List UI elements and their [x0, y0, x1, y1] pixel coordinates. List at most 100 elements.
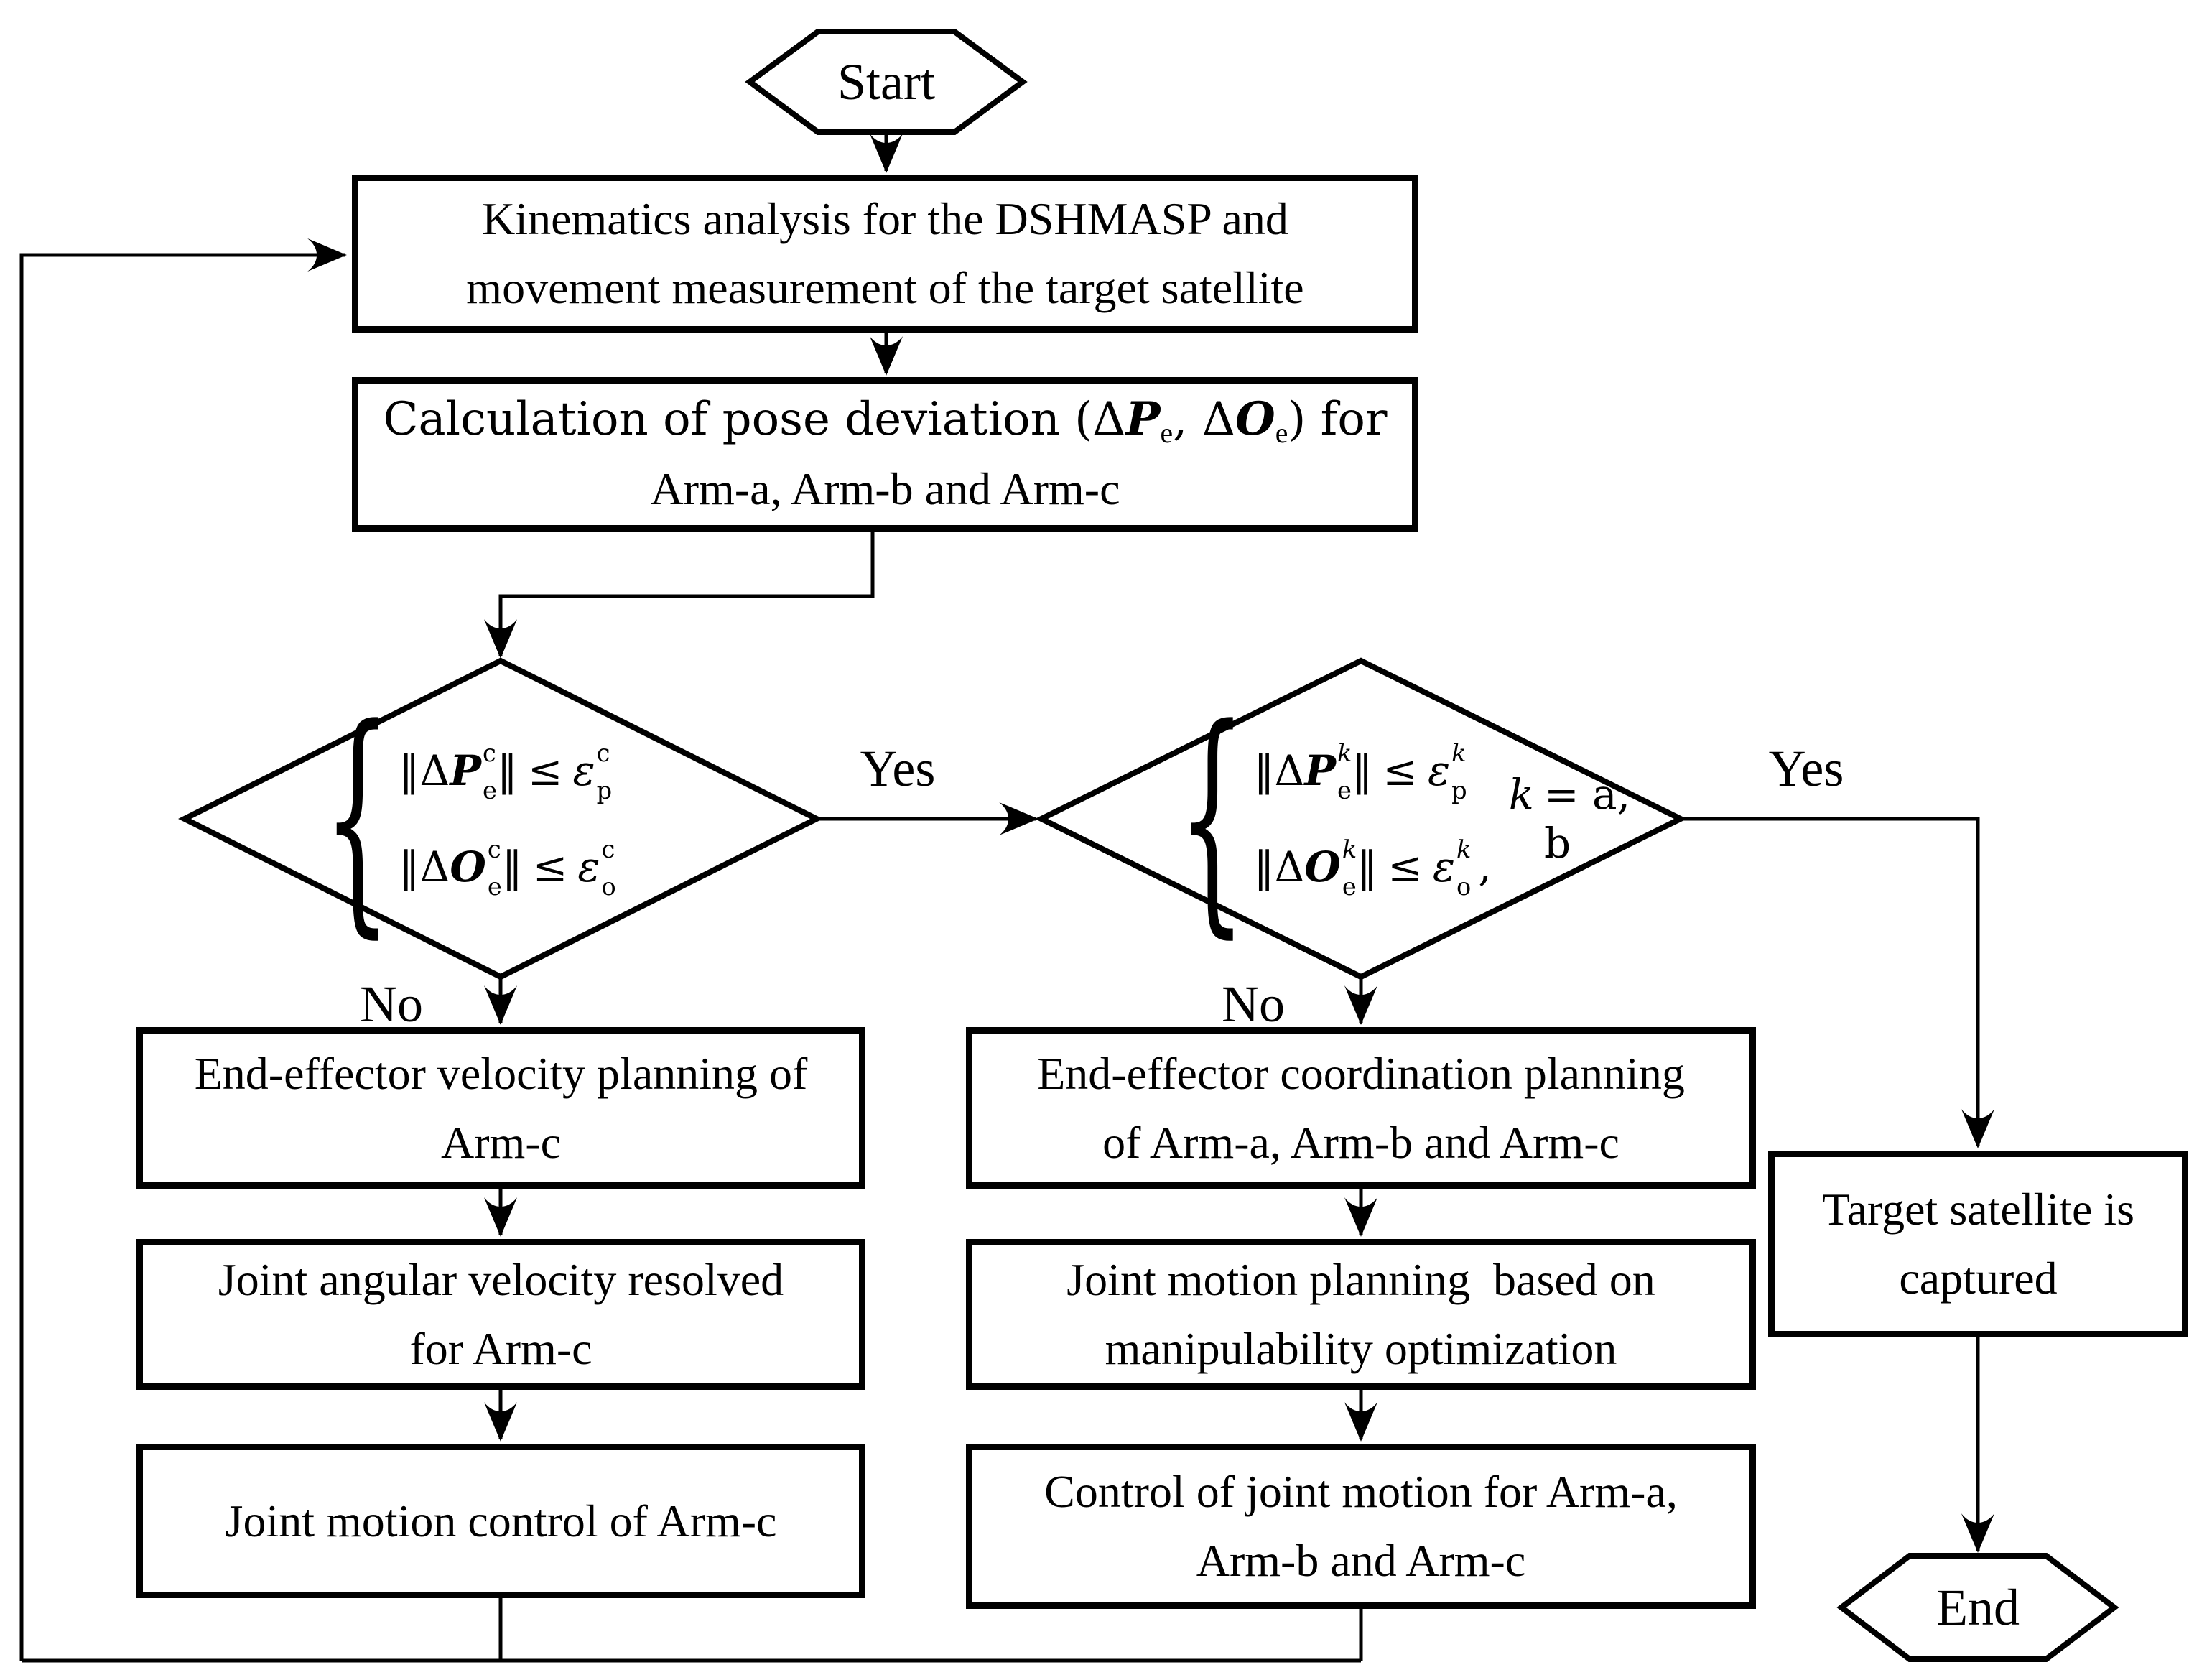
- math-token: ‖: [1352, 746, 1373, 796]
- process-text-line: End-effector velocity planning of: [194, 1047, 808, 1099]
- math-token: = a, b: [1543, 770, 1631, 868]
- math-token: , Δ: [1173, 392, 1235, 446]
- math-token: O: [450, 842, 486, 891]
- process-text-line: Target satellite is: [1821, 1184, 2135, 1235]
- math-token: c: [487, 835, 501, 863]
- math-token: e: [487, 873, 502, 901]
- start-hexagon: [745, 29, 1028, 135]
- math-token: c: [596, 739, 610, 768]
- math-token: ,: [1478, 842, 1492, 891]
- process-text-line: Arm-b and Arm-c: [1196, 1535, 1526, 1586]
- process-text-line: Joint motion planning based on: [1066, 1254, 1655, 1305]
- math-token: ≤: [527, 746, 563, 796]
- process-pose-deviation: Calculation of pose deviation (ΔPe, ΔOe)…: [352, 377, 1418, 532]
- brace: {: [1178, 678, 1247, 960]
- connector-yes-right: [1681, 817, 1995, 1148]
- start-label: Start: [837, 52, 935, 111]
- math-token: P: [1304, 746, 1336, 796]
- decision-diamond-c: [178, 657, 823, 980]
- process-text-line: Kinematics analysis for the DSHMASP and: [482, 193, 1288, 244]
- math-token: ‖Δ: [1253, 842, 1305, 891]
- process-target-captured: Target satellite is captured: [1768, 1151, 2188, 1337]
- math-token: ) for: [1288, 392, 1388, 446]
- math-token: o: [601, 873, 616, 901]
- math-token: ‖Δ: [399, 842, 450, 891]
- math-token: ε: [1432, 842, 1455, 891]
- process-text-line: Arm-c: [440, 1116, 562, 1168]
- process-text-line: captured: [1899, 1253, 2058, 1304]
- math-token: ε: [577, 842, 600, 891]
- math-token: ε: [1427, 746, 1451, 796]
- process-text-line: manipulability optimization: [1105, 1323, 1617, 1374]
- edge-label-no-left: No: [360, 975, 423, 1033]
- edge-label-yes-left: Yes: [860, 739, 936, 797]
- math-token: c: [482, 739, 496, 768]
- math-token: ‖: [501, 842, 523, 891]
- process-ee-coordination-planning: End-effector coordination planning of Ar…: [966, 1027, 1756, 1189]
- math-token: k: [1342, 835, 1357, 863]
- math-token: P: [1125, 391, 1161, 446]
- process-text-line: Calculation of pose deviation (ΔPe, ΔOe)…: [384, 385, 1388, 455]
- process-text-line: Joint angular velocity resolved: [218, 1254, 784, 1305]
- math-token: ‖Δ: [399, 746, 450, 796]
- edge-label-yes-right: Yes: [1768, 739, 1844, 797]
- k-definition: k = a, b: [1509, 770, 1652, 868]
- process-joint-motion-control: Joint motion control of Arm-c: [136, 1444, 865, 1598]
- process-text-line: Control of joint motion for Arm-a,: [1044, 1466, 1678, 1517]
- process-text-line: Joint motion control of Arm-c: [225, 1495, 777, 1546]
- process-joint-motion-planning: Joint motion planning based on manipulab…: [966, 1239, 1756, 1390]
- math-token: k: [1508, 770, 1534, 819]
- math-token: e: [1337, 776, 1352, 805]
- math-token: O: [1304, 842, 1341, 891]
- process-kinematics-analysis: Kinematics analysis for the DSHMASP and …: [352, 175, 1418, 333]
- math-token: p: [596, 776, 613, 805]
- math-token: o: [1456, 873, 1472, 901]
- decision-diamond-k: [1034, 657, 1688, 980]
- process-text-line: End-effector coordination planning: [1037, 1047, 1685, 1099]
- math-token: e: [1342, 873, 1357, 901]
- process-joint-angular-velocity: Joint angular velocity resolved for Arm-…: [136, 1239, 865, 1390]
- brace: {: [323, 678, 392, 960]
- connector-loop-back: [19, 238, 347, 1661]
- edge-label-no-right: No: [1222, 975, 1285, 1033]
- math-token: P: [450, 746, 481, 796]
- math-token: ≤: [1382, 746, 1418, 796]
- math-token: ≤: [1388, 842, 1423, 891]
- math-token: k: [1337, 739, 1352, 768]
- connector-pose-to-diamond-c: [483, 532, 875, 659]
- end-label: End: [1936, 1578, 2020, 1636]
- math-token: Calculation of pose deviation (Δ: [383, 392, 1126, 446]
- math-token: ≤: [532, 842, 568, 891]
- math-token: ‖: [1357, 842, 1378, 891]
- math-token: e: [482, 776, 497, 805]
- process-control-joint-motion: Control of joint motion for Arm-a, Arm-b…: [966, 1444, 1756, 1609]
- math-token: k: [1456, 835, 1472, 863]
- math-token: p: [1451, 776, 1467, 805]
- math-token: ε: [572, 746, 595, 796]
- process-text-line: movement measurement of the target satel…: [466, 262, 1304, 313]
- process-text-line: of Arm-a, Arm-b and Arm-c: [1102, 1116, 1620, 1168]
- math-token: e: [1160, 417, 1174, 449]
- math-token: e: [1275, 417, 1288, 449]
- process-ee-velocity-planning: End-effector velocity planning of Arm-c: [136, 1027, 865, 1189]
- math-token: ‖: [496, 746, 518, 796]
- process-text-line: for Arm-c: [409, 1323, 592, 1374]
- process-text-line: Arm-a, Arm-b and Arm-c: [650, 463, 1120, 515]
